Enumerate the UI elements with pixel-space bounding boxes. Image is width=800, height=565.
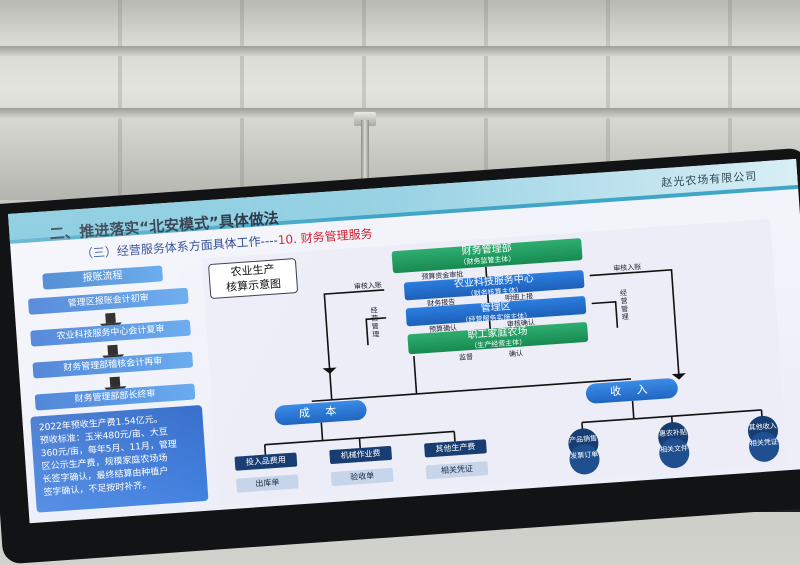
camera-mount-head: [354, 112, 376, 126]
label-finance-report: 财务报告: [427, 298, 456, 308]
label-confirm: 确认: [508, 349, 524, 359]
ceiling-beam: [0, 46, 800, 56]
process-title: 报账流程: [42, 265, 164, 290]
process-step-1: 管理区报账会计初审: [27, 287, 189, 315]
label-budget-confirm: 预算确认: [428, 323, 458, 334]
label-audit-in-left: 审核入账: [353, 281, 383, 292]
presentation-screen: 赵光农场有限公司 二、推进落实“北安模式”具体做法 （三）经营服务体系方面具体工…: [8, 158, 800, 524]
label-review-confirm: 审核确认: [506, 318, 536, 329]
camera-mount-pole: [361, 120, 369, 190]
label-report-up: 明细上报: [504, 292, 534, 303]
diagram-title: 农业生产 核算示意图: [207, 258, 299, 300]
accounting-diagram: 农业生产 核算示意图 财务管理部 （财务监管主体） 农业科技服务中心 （财务核算…: [201, 218, 788, 505]
ceiling-beam: [0, 108, 800, 118]
prepayment-note: 2022年预收生产费1.54亿元。 预收标准：玉米480元/亩、大豆 360元/…: [30, 404, 209, 513]
label-audit-in-right: 审核入账: [613, 262, 642, 273]
label-supervise: 监督: [458, 352, 474, 362]
subheading-highlight: 10. 财务管理服务: [277, 226, 373, 248]
